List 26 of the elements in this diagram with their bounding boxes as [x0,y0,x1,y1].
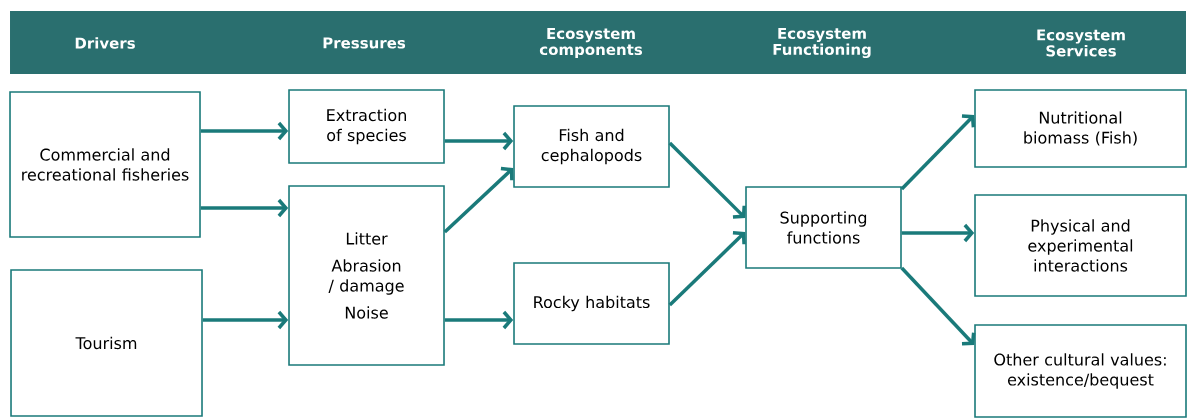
box: Tourism [10,269,203,417]
box: Other cultural values: existence/bequest [974,324,1187,418]
arrow [900,266,976,346]
column-heading: Ecosystem components [539,27,643,58]
arrow [443,166,514,234]
column-heading: Pressures [323,37,406,49]
box: Rocky habitats [513,262,670,345]
box: Nutritional biomass (Fish) [974,89,1187,168]
box: Physical and experimental interactions [974,194,1187,297]
arrow [444,310,514,330]
arrow [202,310,289,330]
arrow [901,223,975,243]
box: Litter Abrasion / damage Noise [288,185,445,366]
box: Commercial and recreational fisheries [9,91,201,238]
column-heading: Ecosystem Services [1037,29,1125,57]
box: Supporting functions [745,186,902,269]
arrow [200,198,289,218]
box: Extraction of species [288,89,445,164]
column-heading: Ecosystem Functioning [773,27,871,59]
column-heading: Drivers [75,37,135,49]
box: Fish and cephalopods [513,105,670,188]
arrow [668,231,746,307]
arrow [900,114,976,191]
arrow [444,131,514,151]
arrow [200,121,289,141]
arrow [668,141,746,219]
